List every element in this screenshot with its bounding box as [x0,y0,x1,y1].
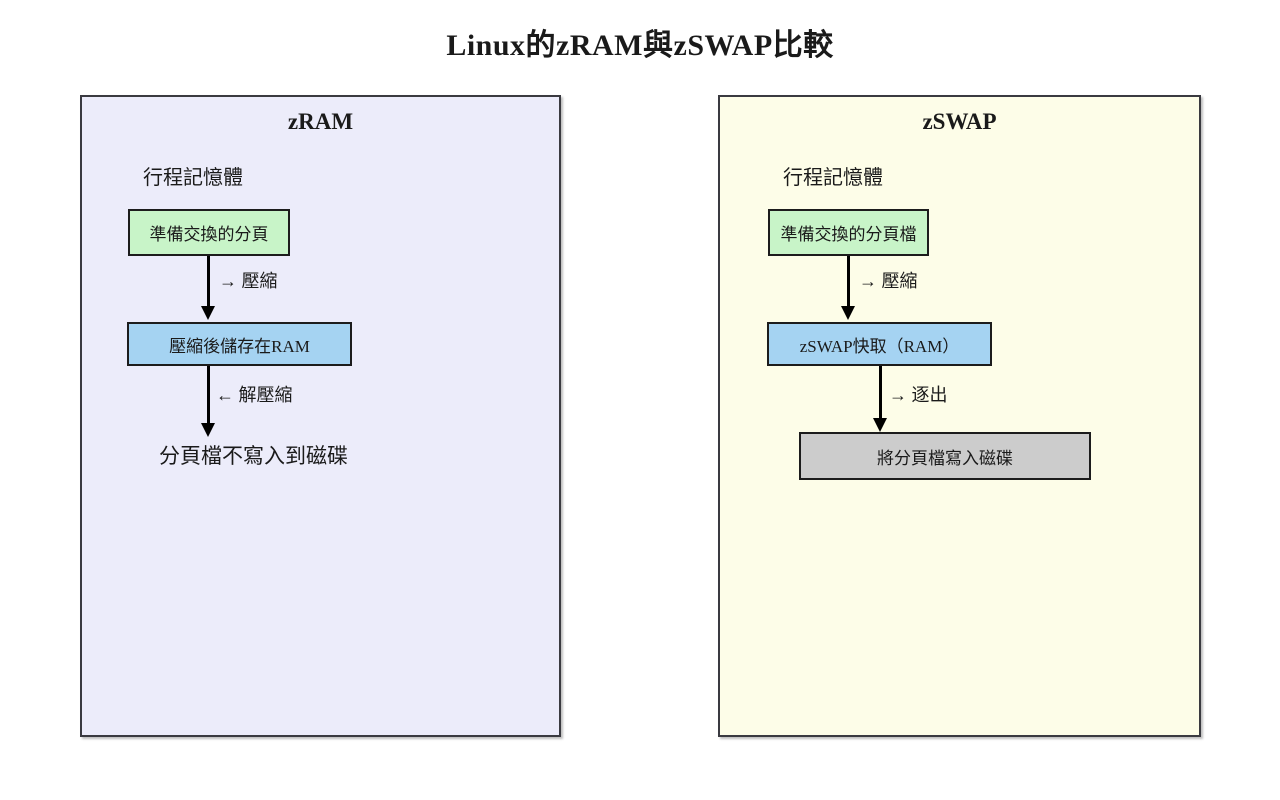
zram-decompress-arrow-line [207,366,210,423]
diagram-title: Linux的zRAM與zSWAP比較 [446,29,834,62]
zswap-process-memory-label: 行程記憶體 [783,167,883,189]
zswap-write-to-disk-label: 將分頁檔寫入磁碟 [877,448,1013,468]
zram-stored-in-ram-box: 壓縮後儲存在RAM [127,322,352,366]
zram-panel-title: zRAM [287,109,354,134]
zswap-cache-ram-label: zSWAP快取（RAM） [799,336,960,356]
zswap-evict-edge-label: → 逐出 [889,385,948,405]
zswap-compress-arrow-line [847,256,850,306]
zram-compress-down-arrow-icon [201,306,215,320]
zram-pages-to-swap-box: 準備交換的分頁 [128,209,290,256]
zswap-compress-down-arrow-icon [841,306,855,320]
zswap-panel-title: zSWAP [922,109,997,134]
zswap-cache-ram-box: zSWAP快取（RAM） [767,322,992,366]
zswap-pages-to-swap-label: 準備交換的分頁檔 [780,225,917,244]
zram-decompress-edge-label: ← 解壓縮 [216,385,293,405]
zram-decompress-down-arrow-icon [201,423,215,437]
zswap-write-to-disk-box: 將分頁檔寫入磁碟 [799,432,1091,480]
zram-compress-edge-label: → 壓縮 [219,271,278,291]
zram-panel: zRAM 行程記憶體 準備交換的分頁 → 壓縮 壓縮後儲存在RAM ← 解壓縮 … [80,95,561,737]
zswap-evict-arrow-line [879,366,882,418]
zram-pages-to-swap-label: 準備交換的分頁 [149,225,269,244]
zram-process-memory-label: 行程記憶體 [143,167,243,189]
zswap-compress-edge-label: → 壓縮 [859,271,918,291]
zram-compress-arrow-line [207,256,210,306]
zram-result-text: 分頁檔不寫入到磁碟 [159,444,348,468]
zswap-evict-down-arrow-icon [873,418,887,432]
zswap-panel: zSWAP 行程記憶體 準備交換的分頁檔 → 壓縮 zSWAP快取（RAM） →… [718,95,1201,737]
zswap-pages-to-swap-box: 準備交換的分頁檔 [768,209,929,256]
zram-stored-in-ram-label: 壓縮後儲存在RAM [169,336,310,356]
